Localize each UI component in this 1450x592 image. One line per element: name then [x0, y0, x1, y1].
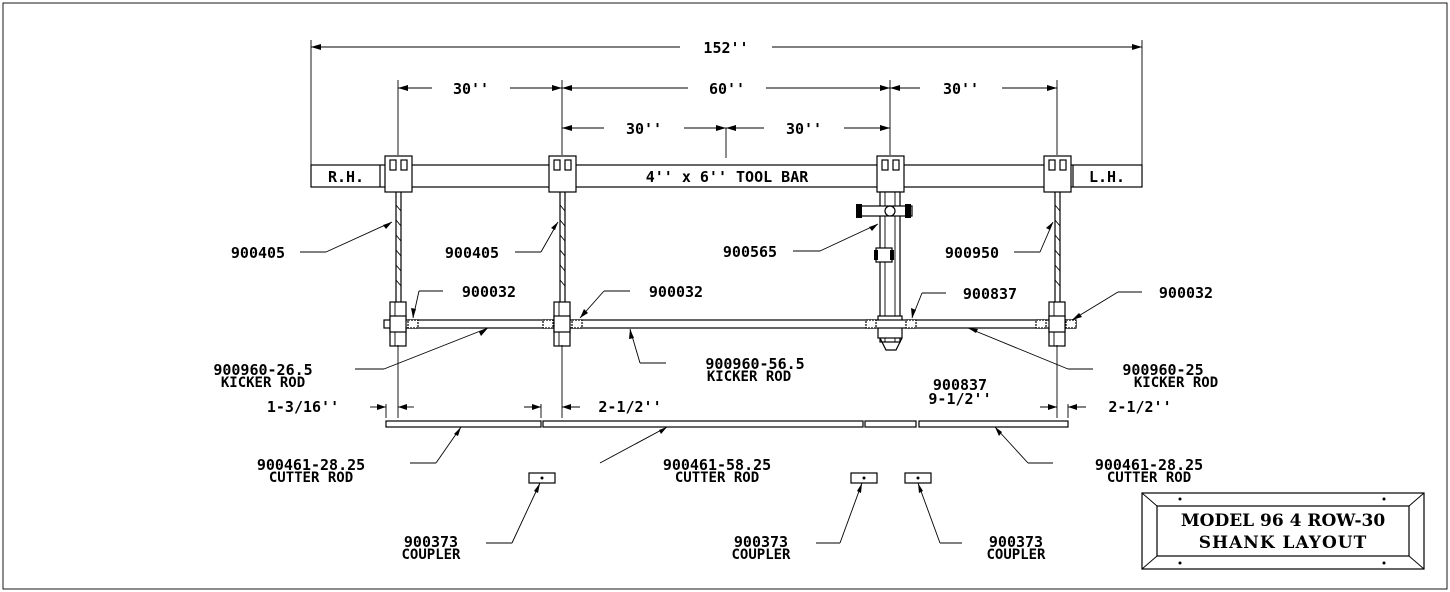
kicker-rod-3-label: KICKER ROD: [1134, 375, 1218, 391]
dimension-60: 60'': [709, 80, 745, 98]
kicker-rod-line: [383, 319, 1077, 329]
dimension-30-right: 30'': [943, 80, 979, 98]
cutter-rod-1-part-number: 900461-28.25: [257, 456, 365, 474]
gap-dimension-lines: [370, 345, 1086, 418]
gap-dimension-4: 2-1/2'': [1108, 398, 1171, 416]
kicker-rod-2-part-number: 900960-56.5: [705, 355, 804, 373]
coupler-3-label: COUPLER: [986, 547, 1046, 563]
kicker-rod-1-part-number: 900960-26.5: [213, 361, 312, 379]
dimension-lines: [310, 40, 1143, 165]
overall-width-dimension: 152'': [703, 39, 748, 57]
coupler-1-label: COUPLER: [401, 547, 461, 563]
clamp-2-part-number: 900032: [649, 283, 703, 301]
title-shank-layout: SHANK LAYOUT: [1199, 533, 1367, 553]
kicker-rod-3-part-number: 900960-25: [1122, 361, 1203, 379]
clamp-1-part-number: 900032: [462, 283, 516, 301]
coupler-leaders: [486, 482, 962, 544]
coupler-2-label: COUPLER: [731, 547, 791, 563]
clamp-4-part-number: 900032: [1159, 284, 1213, 302]
dimension-30-left: 30'': [453, 80, 489, 98]
shank-2-part-number: 900405: [445, 244, 499, 262]
clamp-3-part-number: 900837: [963, 285, 1017, 303]
kicker-rod-2-label: KICKER ROD: [707, 369, 791, 385]
kicker-rod-1-label: KICKER ROD: [221, 375, 305, 391]
gap-dimension-2: 2-1/2'': [598, 398, 661, 416]
dimension-30-center-left: 30'': [626, 120, 662, 138]
gap-dimension-1: 1-3/16'': [267, 398, 339, 416]
coupler-1-part-number: 900373: [404, 533, 458, 551]
cutter-leaders: [410, 426, 1053, 464]
tool-bar-label: 4'' x 6'' TOOL BAR: [646, 168, 810, 186]
title-block: [1141, 492, 1425, 570]
cutter-rod-3-label: CUTTER ROD: [1107, 470, 1191, 486]
shank-1-part-number: 900405: [231, 244, 285, 262]
coupler-3-part-number: 900373: [989, 533, 1043, 551]
rh-label: R.H.: [328, 168, 364, 186]
shank-3-part-number: 900565: [723, 243, 777, 261]
leader-lines: [300, 221, 1142, 370]
cutter-rod-2-label: CUTTER ROD: [675, 470, 759, 486]
dimension-30-center-right: 30'': [786, 120, 822, 138]
tool-bar: [310, 164, 1143, 188]
cutter-rod-2-part-number: 900461-58.25: [663, 456, 771, 474]
cutter-rods: [385, 420, 1069, 428]
title-model: MODEL 96 4 ROW-30: [1181, 511, 1386, 531]
gap-3-part-number: 900837: [933, 376, 987, 394]
shank-clamps: [384, 155, 1072, 193]
shank-4-part-number: 900950: [945, 244, 999, 262]
cutter-rod-1-label: CUTTER ROD: [269, 470, 353, 486]
lh-label: L.H.: [1089, 168, 1125, 186]
cutter-rod-3-part-number: 900461-28.25: [1095, 456, 1203, 474]
gap-dimension-3: 9-1/2'': [928, 390, 991, 408]
coupler-2-part-number: 900373: [734, 533, 788, 551]
